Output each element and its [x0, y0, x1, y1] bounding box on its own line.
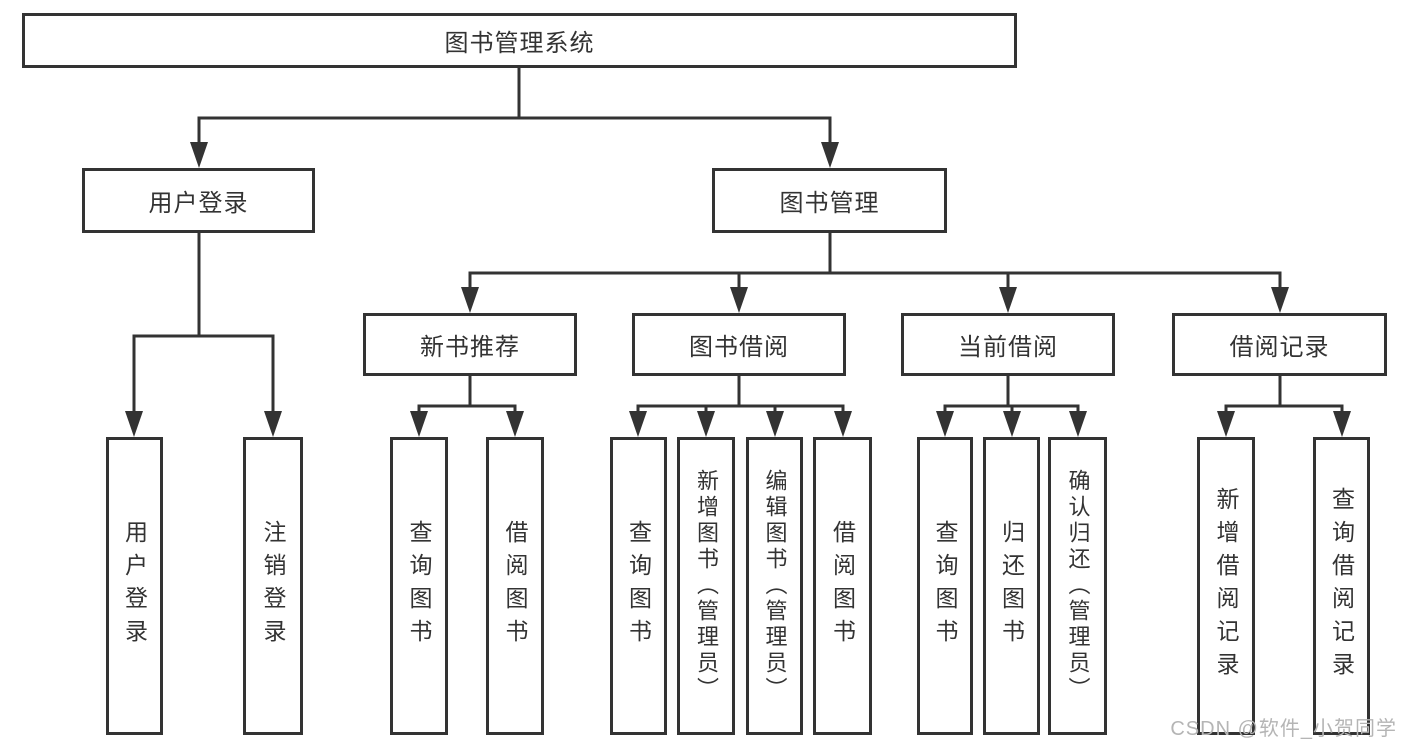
- connector-records-to-leaves: [1217, 374, 1351, 437]
- leaf-query-books-borrow: 查询图书: [610, 437, 667, 735]
- csdn-watermark: CSDN @软件_小贺同学: [1170, 718, 1397, 740]
- node-root-system: 图书管理系统: [22, 13, 1017, 68]
- leaf-confirm-return-admin: 确认归还（管理员）: [1048, 437, 1107, 735]
- node-book-borrow: 图书借阅: [632, 313, 846, 376]
- connector-borrow-to-leaves: [629, 374, 852, 437]
- leaf-return-book: 归还图书: [983, 437, 1040, 735]
- node-new-book-recommend: 新书推荐: [363, 313, 577, 376]
- node-user-login: 用户登录: [82, 168, 315, 233]
- leaf-add-borrow-record: 新增借阅记录: [1197, 437, 1255, 735]
- node-book-management: 图书管理: [712, 168, 947, 233]
- connector-current-to-leaves: [936, 374, 1087, 437]
- leaf-query-borrow-record: 查询借阅记录: [1313, 437, 1370, 735]
- leaf-user-login: 用户登录: [106, 437, 163, 735]
- leaf-query-books-recommend: 查询图书: [390, 437, 448, 735]
- node-current-borrow: 当前借阅: [901, 313, 1115, 376]
- connector-userlogin-to-leaves: [125, 231, 282, 437]
- node-borrow-records: 借阅记录: [1172, 313, 1387, 376]
- leaf-edit-book-admin: 编辑图书（管理员）: [746, 437, 803, 735]
- leaf-query-books-current: 查询图书: [917, 437, 973, 735]
- leaf-logout: 注销登录: [243, 437, 303, 735]
- connector-recommend-to-leaves: [410, 374, 524, 437]
- leaf-borrow-books-borrow: 借阅图书: [813, 437, 872, 735]
- connector-bookmgmt-to-level3: [461, 231, 1289, 313]
- leaf-borrow-books-recommend: 借阅图书: [486, 437, 544, 735]
- connector-root-to-level2: [190, 66, 839, 168]
- leaf-add-book-admin: 新增图书（管理员）: [677, 437, 735, 735]
